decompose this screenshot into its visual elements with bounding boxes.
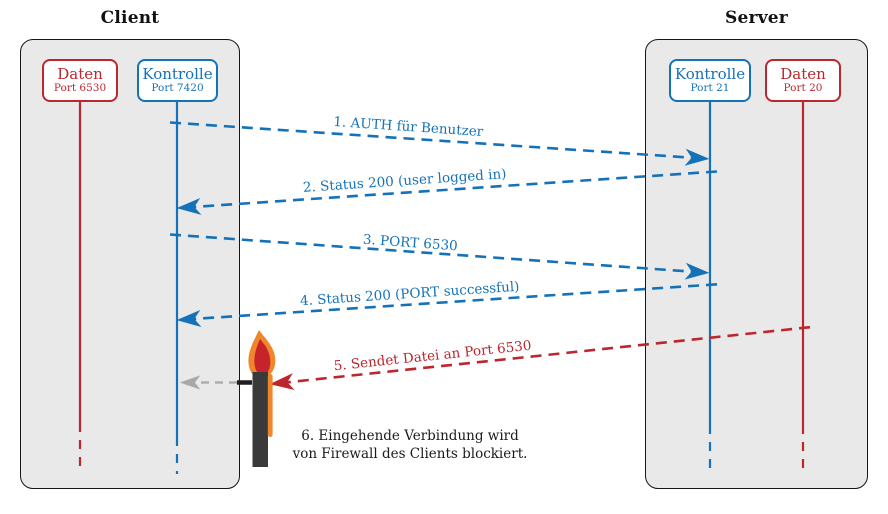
port-name: Kontrolle [142, 65, 213, 83]
server-daten-port-box: Daten Port 20 [765, 59, 841, 102]
label-port-6530: 3. PORT 6530 [362, 232, 458, 255]
label-blocked-line1: 6. Eingehende Verbindung wird [301, 428, 519, 444]
port-number: Port 6530 [53, 82, 107, 95]
arrow-send-file [269, 325, 811, 391]
server-kontrolle-port-box: Kontrolle Port 21 [669, 59, 751, 102]
client-kontrolle-port-box: Kontrolle Port 7420 [137, 59, 218, 102]
server-box [645, 39, 868, 489]
server-title: Server [725, 8, 788, 28]
arrow-status-200-port [176, 283, 718, 327]
arrow-status-200-login [176, 170, 718, 215]
client-box [20, 39, 240, 489]
client-title: Client [100, 8, 160, 28]
label-blocked-line2: von Firewall des Clients blockiert. [292, 446, 528, 462]
firewall-flame-inner-icon [254, 339, 271, 376]
port-number: Port 20 [783, 82, 823, 95]
port-name: Daten [780, 65, 826, 83]
port-name: Kontrolle [674, 65, 746, 83]
firewall-flame-strip-icon [267, 374, 273, 437]
port-number: Port 7420 [151, 82, 204, 95]
label-send-file: 5. Sendet Datei an Port 6530 [333, 338, 532, 375]
client-daten-port-box: Daten Port 6530 [42, 59, 118, 102]
port-name: Daten [57, 65, 103, 83]
firewall-wall-icon [252, 372, 268, 467]
port-number: Port 21 [690, 82, 730, 95]
